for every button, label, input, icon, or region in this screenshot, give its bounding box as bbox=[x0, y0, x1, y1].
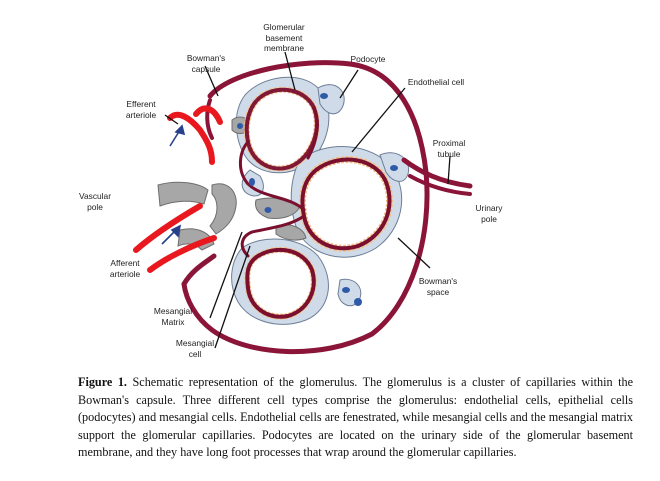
capsule-inner-edge bbox=[205, 98, 214, 140]
flow-arrows bbox=[161, 124, 186, 245]
efferent-arteriole bbox=[167, 105, 223, 165]
label-urinary-pole: Urinary pole bbox=[475, 203, 503, 224]
proximal-tubule bbox=[401, 157, 473, 189]
glomerulus-diagram bbox=[133, 51, 473, 355]
label-proximal-tubule: Proximal tubule bbox=[432, 138, 466, 159]
gbm-strands bbox=[239, 106, 319, 258]
caption-label: Figure 1. bbox=[78, 375, 127, 389]
label-afferent-arteriole: Afferent arteriole bbox=[109, 258, 141, 279]
label-mesangial-cell: Mesangial cell bbox=[175, 338, 215, 359]
label-podocyte: Podocyte bbox=[350, 54, 386, 64]
bowmans-capsule bbox=[181, 60, 430, 355]
label-endothelial-cell: Endothelial cell bbox=[407, 77, 465, 87]
nuclei bbox=[237, 93, 398, 306]
label-mesangial-matrix: Mesangial Matrix bbox=[153, 306, 193, 327]
caption-text: Schematic representation of the glomerul… bbox=[78, 375, 634, 460]
figure-caption: Figure 1. Schematic representation of th… bbox=[78, 374, 633, 462]
bowmans-capsule-lower bbox=[181, 253, 217, 287]
afferent-arteriole bbox=[133, 203, 217, 273]
capillary-2 bbox=[299, 156, 393, 252]
label-bowmans-space: Bowman's space bbox=[418, 276, 458, 297]
label-gbm: Glomerular basement membrane bbox=[263, 22, 305, 53]
label-efferent-arteriole: Efferent arteriole bbox=[125, 99, 157, 120]
label-vascular-pole: Vascular pole bbox=[79, 191, 111, 212]
label-bowmans-capsule: Bowman's capsule bbox=[186, 53, 226, 74]
capillary-1 bbox=[243, 86, 320, 172]
pointer-lines bbox=[164, 51, 451, 349]
capillary-3 bbox=[244, 246, 317, 320]
